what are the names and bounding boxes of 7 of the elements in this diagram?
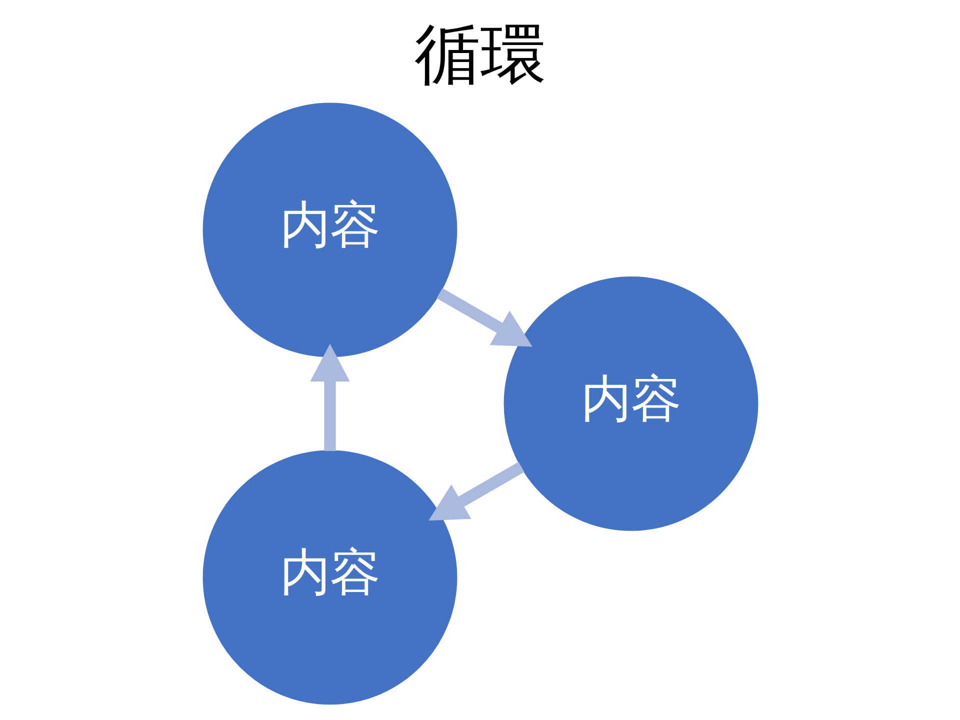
node-circle: 内容 <box>202 450 457 705</box>
node-circle: 内容 <box>503 276 758 531</box>
diagram-title: 循環 <box>414 16 546 93</box>
arrow <box>310 344 350 451</box>
node-circle: 内容 <box>202 102 457 358</box>
arrow <box>436 288 532 347</box>
arrow <box>428 462 524 521</box>
